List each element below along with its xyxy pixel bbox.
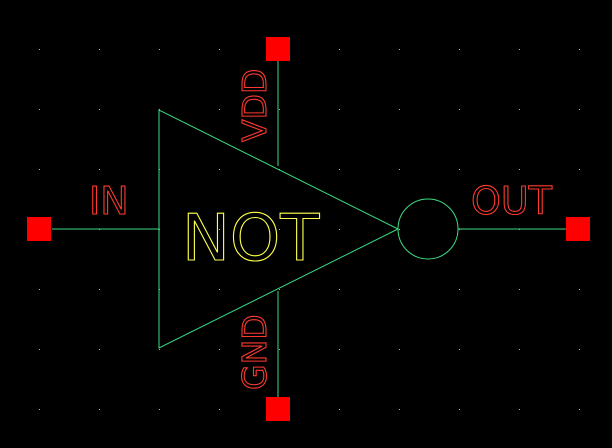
grid-dot <box>339 349 340 350</box>
vdd-label: VDD <box>235 69 274 142</box>
grid-dot <box>39 169 40 170</box>
grid-dot <box>459 109 460 110</box>
grid-dot <box>519 109 520 110</box>
grid-dot <box>159 409 160 410</box>
grid-dot <box>519 289 520 290</box>
grid-dot <box>279 349 280 350</box>
grid-dot <box>399 169 400 170</box>
grid-dot <box>399 109 400 110</box>
grid-dot <box>579 109 580 110</box>
grid-dot <box>219 169 220 170</box>
vdd-pin[interactable] <box>266 37 290 61</box>
grid-dot <box>399 49 400 50</box>
grid-dot <box>39 409 40 410</box>
grid-dot <box>39 109 40 110</box>
grid-dot <box>219 229 220 230</box>
gnd-pin[interactable] <box>266 397 290 421</box>
grid-dot <box>339 49 340 50</box>
grid-dot <box>39 349 40 350</box>
in-pin[interactable] <box>27 217 51 241</box>
grid-dot <box>339 169 340 170</box>
in-label: IN <box>89 179 129 223</box>
grid-dot <box>399 289 400 290</box>
grid-dot <box>219 109 220 110</box>
grid-dot <box>99 109 100 110</box>
grid-dot <box>99 409 100 410</box>
grid-dot <box>579 169 580 170</box>
grid-dot <box>579 409 580 410</box>
grid-dot <box>519 349 520 350</box>
grid-dot <box>459 169 460 170</box>
grid-dot <box>579 349 580 350</box>
grid-dot <box>459 289 460 290</box>
grid-dot <box>219 349 220 350</box>
grid-dot <box>99 169 100 170</box>
grid-dot <box>339 229 340 230</box>
not-gate-triangle[interactable] <box>158 109 400 349</box>
grid-dot <box>279 109 280 110</box>
grid-dot <box>459 409 460 410</box>
grid-dot <box>339 409 340 410</box>
grid-dot <box>459 49 460 50</box>
grid-dot <box>399 409 400 410</box>
grid-dot <box>39 289 40 290</box>
grid-dot <box>519 169 520 170</box>
grid-dot <box>579 289 580 290</box>
grid-dot <box>519 49 520 50</box>
grid-dot <box>339 109 340 110</box>
grid-dot <box>459 349 460 350</box>
grid-dot <box>39 49 40 50</box>
grid-dot <box>99 49 100 50</box>
gate-label: NOT <box>182 202 320 276</box>
grid-dot <box>339 289 340 290</box>
grid-dot <box>159 109 160 110</box>
grid-dot <box>519 409 520 410</box>
grid-dot <box>399 349 400 350</box>
grid-dot <box>99 349 100 350</box>
grid-dot <box>159 49 160 50</box>
grid-dot <box>219 409 220 410</box>
grid-dot <box>219 289 220 290</box>
out-label: OUT <box>471 179 553 223</box>
grid-dot <box>399 229 400 230</box>
grid-dot <box>99 289 100 290</box>
inverter-bubble[interactable] <box>397 198 459 260</box>
grid-dot <box>279 289 280 290</box>
grid-dot <box>279 229 280 230</box>
out-pin[interactable] <box>566 217 590 241</box>
grid-dot <box>159 349 160 350</box>
grid-dot <box>219 49 220 50</box>
grid-dot <box>579 49 580 50</box>
gnd-label: GND <box>235 314 274 390</box>
